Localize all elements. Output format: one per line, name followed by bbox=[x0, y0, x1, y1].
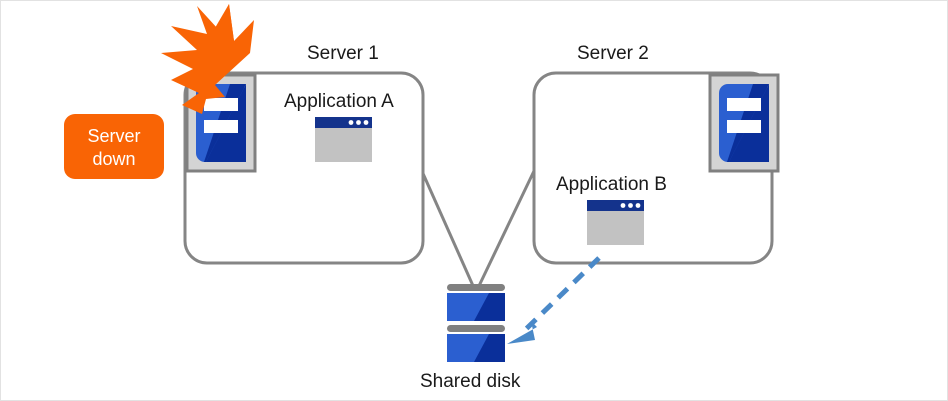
lightning-burst-icon bbox=[161, 4, 254, 114]
server-down-badge: Server down bbox=[64, 114, 164, 179]
failover-dashed-arrow-icon bbox=[507, 256, 601, 344]
server2-title: Server 2 bbox=[577, 43, 649, 64]
application-b-label: Application B bbox=[556, 174, 667, 195]
server-down-badge-line1: Server bbox=[87, 126, 141, 146]
server-down-badge-line2: down bbox=[92, 149, 136, 169]
app-a-window-icon bbox=[315, 117, 372, 162]
app-b-window-icon bbox=[587, 200, 644, 245]
shared-disk-label: Shared disk bbox=[420, 371, 521, 392]
application-a-label: Application A bbox=[284, 91, 394, 112]
server2-server-icon bbox=[708, 73, 780, 173]
shared-disk-icon bbox=[447, 284, 505, 362]
connector-line-server2-to-disk bbox=[476, 170, 536, 289]
connector-line-server1-to-disk bbox=[419, 168, 476, 289]
server1-title: Server 1 bbox=[307, 43, 379, 64]
